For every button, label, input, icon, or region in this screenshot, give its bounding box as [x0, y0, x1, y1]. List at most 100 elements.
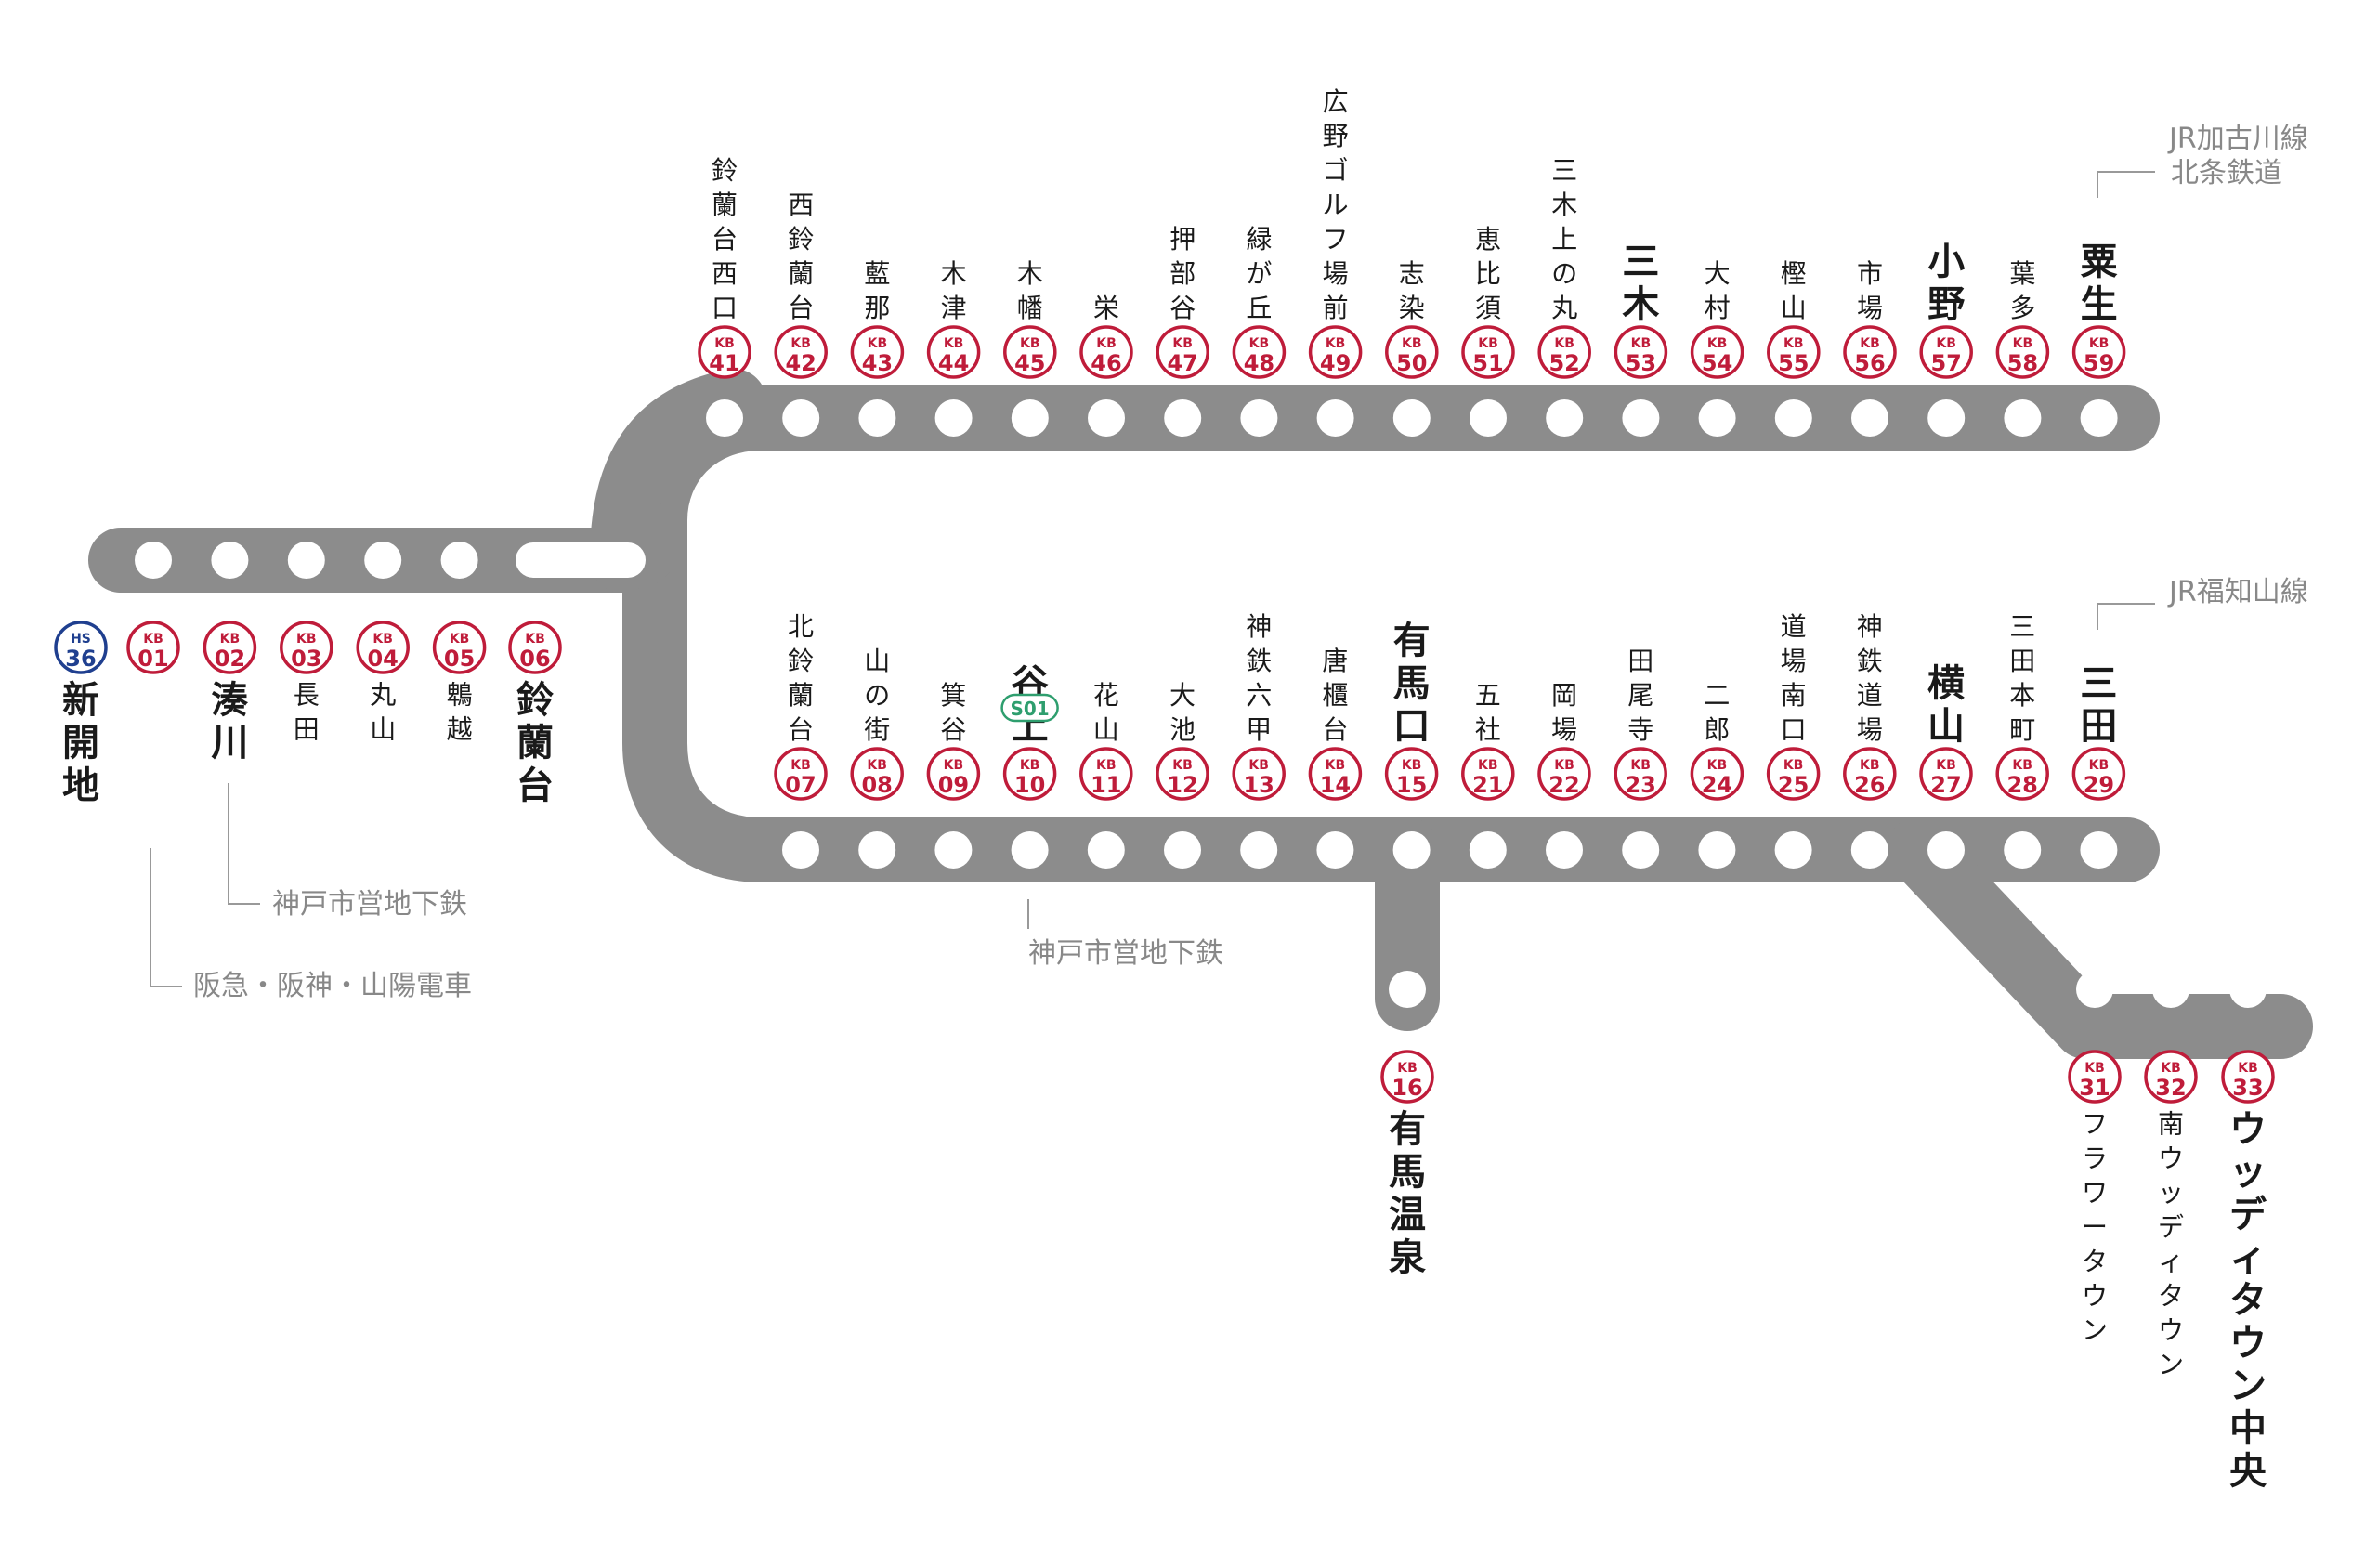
station-number-badge: [850, 325, 905, 379]
station-name: 横山: [1927, 662, 1965, 748]
station-dot: [858, 399, 896, 437]
badge-station-number: 50: [1396, 350, 1427, 376]
badge-line-code: KB: [944, 758, 964, 773]
badge-station-number: 11: [1091, 772, 1121, 798]
stations: HS36新開地KB01KB02湊川KB03長田KB04丸山KB05鵯越KB06鈴…: [54, 86, 2275, 1493]
station-dot: [1087, 831, 1125, 869]
station-dot: [706, 399, 743, 437]
station-dot: [1698, 831, 1736, 869]
badge-line-code: KB: [1096, 336, 1117, 351]
station-name: 三木上の丸: [1551, 155, 1577, 323]
badge-station-number: 24: [1702, 772, 1732, 798]
badge-line-code: KB: [1326, 758, 1346, 773]
badge-line-code: KB: [1096, 758, 1117, 773]
badge-station-number: 56: [1854, 350, 1885, 376]
connections: JR加古川線 北条鉄道 JR福知山線 神戸市営地下鉄 神戸市営地下鉄 阪急・阪神…: [193, 123, 2308, 1002]
badge-station-number: 53: [1626, 350, 1656, 376]
station-name: 市場: [1857, 258, 1883, 323]
station-number-badge: [1308, 325, 1363, 379]
badge-line-code: KB: [1631, 336, 1652, 351]
station-number-badge: [1232, 747, 1286, 801]
badge-line-code: KB: [1554, 758, 1574, 773]
badge-station-number: 21: [1472, 772, 1503, 798]
station-number-badge: [1003, 325, 1057, 379]
badge-station-number: 29: [2084, 772, 2114, 798]
badge-line-code: KB: [2238, 1061, 2258, 1076]
station-number-badge: [2071, 325, 2126, 379]
station-dot: [1389, 971, 1426, 1008]
station-dots: [135, 399, 2267, 1008]
station-name: 三田本町: [2009, 611, 2035, 745]
badge-station-number: 08: [861, 772, 892, 798]
station-dot: [1469, 831, 1507, 869]
badge-line-code: KB: [1707, 758, 1728, 773]
station-dot: [1546, 831, 1583, 869]
station-dot: [1392, 399, 1431, 437]
station-dot: [782, 399, 820, 437]
station-dot: [440, 542, 478, 579]
station-name: 栄: [1093, 293, 1119, 323]
badge-station-number: 13: [1243, 772, 1274, 798]
station-number-badge: [1766, 747, 1821, 801]
badge-station-number: 16: [1392, 1075, 1422, 1101]
badge-line-code: KB: [525, 632, 545, 647]
station-dot: [1392, 831, 1431, 869]
connection-guide-5: [150, 848, 182, 987]
station-name: 南ウッディタウン: [2158, 1109, 2184, 1380]
station-number-badge: [1690, 747, 1744, 801]
station-dot: [1927, 399, 1966, 437]
station-name: 木幡: [1017, 258, 1043, 323]
badge-line-code: KB: [2089, 336, 2110, 351]
station-dot: [782, 831, 819, 869]
badge-line-code: KB: [1402, 336, 1422, 351]
badge-line-code: KB: [1936, 336, 1956, 351]
badge-line-code: KB: [2161, 1061, 2181, 1076]
station-number-badge: [2068, 1050, 2122, 1104]
station-dot: [1622, 831, 1660, 869]
station-number-badge: [1995, 747, 2049, 801]
station-name: 有馬温泉: [1389, 1108, 1426, 1279]
connection-guide-1: [2097, 171, 2155, 198]
station-name: 大池: [1169, 680, 1196, 745]
station-name: 丸山: [370, 680, 396, 745]
station-dot: [135, 542, 172, 579]
badge-line-code: KB: [296, 632, 317, 647]
badge-station-number: 22: [1548, 772, 1579, 798]
station-name: 二郎: [1704, 680, 1730, 745]
station-dot: [1470, 399, 1507, 437]
badge-station-number: 04: [367, 646, 398, 672]
badge-station-number: 43: [862, 350, 893, 376]
station-dot: [1546, 399, 1584, 437]
station-name: 長田: [294, 680, 320, 745]
badge-line-code: KB: [867, 758, 887, 773]
badge-line-code: KB: [944, 336, 964, 351]
connection-guide-4: [228, 783, 260, 905]
station-number-badge: [1308, 747, 1363, 801]
connection-guide-2: [2097, 603, 2155, 630]
station-dot: [1774, 399, 1812, 437]
station-number-badge: [698, 325, 751, 379]
badge-line-code: HS: [71, 632, 91, 647]
station-number-badge: [203, 621, 257, 674]
station-name: 三田: [2080, 662, 2117, 748]
badge-line-code: KB: [1020, 336, 1040, 351]
station-name: 神鉄六甲: [1246, 611, 1272, 745]
station-number-badge: [1002, 747, 1057, 801]
badge-station-number: 07: [785, 772, 816, 798]
station-name: 湊川: [211, 679, 248, 764]
